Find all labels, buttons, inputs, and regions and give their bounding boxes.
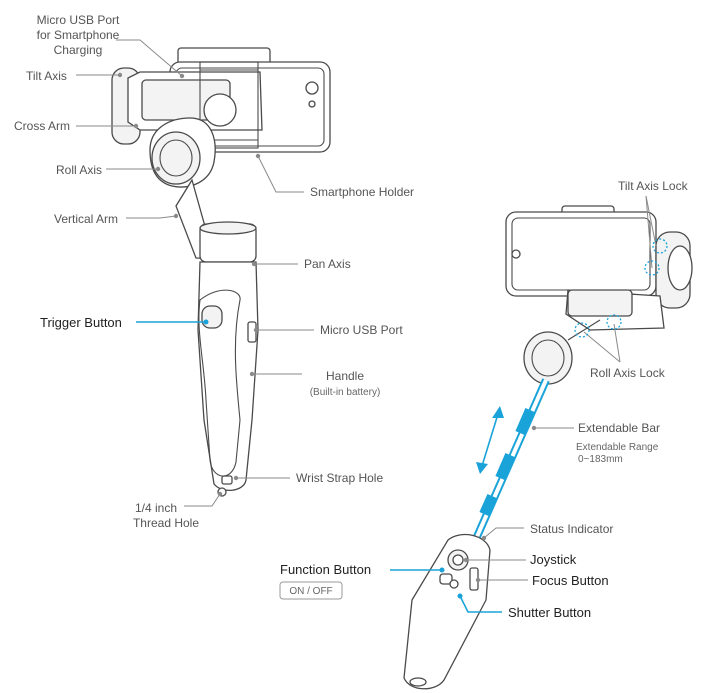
label-handle-note: (Built-in battery) <box>310 387 381 398</box>
label-tilt-axis-lock: Tilt Axis Lock <box>618 179 689 193</box>
label-function-button: Function Button <box>280 562 371 577</box>
label-on-off: ON / OFF <box>289 586 332 597</box>
label-thread-hole-2: Thread Hole <box>133 516 199 530</box>
label-shutter-button: Shutter Button <box>508 605 591 620</box>
label-extendable-range: Extendable Range <box>576 442 659 453</box>
label-thread-hole-1: 1/4 inch <box>135 501 177 515</box>
label-pan-axis: Pan Axis <box>304 257 351 271</box>
label-extendable-range-value: 0~183mm <box>578 454 623 465</box>
leader-lines <box>76 39 668 613</box>
label-tilt-axis: Tilt Axis <box>26 69 67 83</box>
labels: Micro USB Port for Smartphone Charging T… <box>14 13 689 620</box>
label-micro-usb-charging-3: Charging <box>54 43 103 57</box>
on-off-badge <box>279 581 343 600</box>
gimbal-front-view <box>111 47 331 497</box>
label-joystick: Joystick <box>530 552 577 567</box>
label-extendable-bar: Extendable Bar <box>578 421 660 435</box>
label-micro-usb-charging-2: for Smartphone <box>37 28 120 42</box>
label-wrist-strap-hole: Wrist Strap Hole <box>296 471 383 485</box>
label-trigger-button: Trigger Button <box>40 315 122 330</box>
label-roll-axis: Roll Axis <box>56 163 102 177</box>
label-focus-button: Focus Button <box>532 573 609 588</box>
label-vertical-arm: Vertical Arm <box>54 212 118 226</box>
label-cross-arm: Cross Arm <box>14 119 70 133</box>
label-roll-axis-lock: Roll Axis Lock <box>590 366 666 380</box>
label-handle: Handle <box>326 369 364 383</box>
label-micro-usb-port: Micro USB Port <box>320 323 403 337</box>
label-micro-usb-charging-1: Micro USB Port <box>37 13 120 27</box>
label-smartphone-holder: Smartphone Holder <box>310 185 414 199</box>
label-status-indicator: Status Indicator <box>530 522 613 536</box>
